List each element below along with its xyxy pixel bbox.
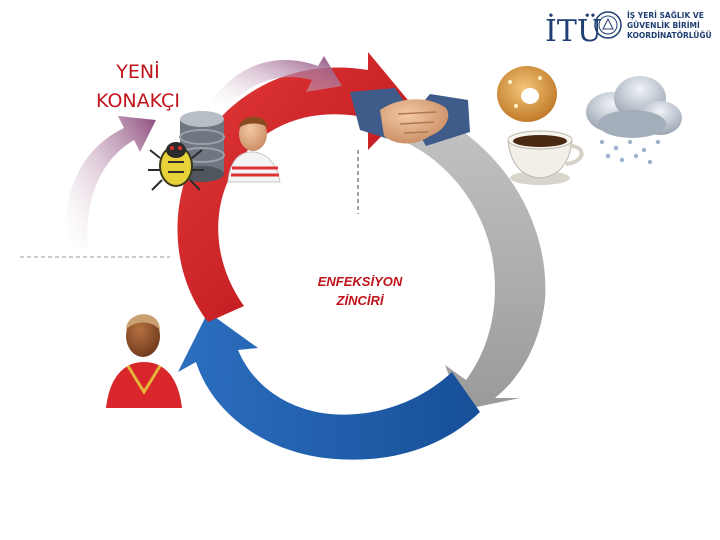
red-cycle-arrow xyxy=(177,52,412,322)
handshake-icon xyxy=(350,88,470,146)
unit-name-line-1: İŞ YERİ SAĞLIK VE xyxy=(627,11,704,20)
purple-arrow-left xyxy=(66,116,156,252)
itu-seal-icon xyxy=(594,11,622,39)
center-label-line-1: ENFEKSİYON xyxy=(317,274,403,289)
rain-cloud-icon xyxy=(586,76,682,165)
new-host-label-line-1: YENİ xyxy=(116,61,160,83)
itu-logo: İTÜ İŞ YERİ SAĞLIK VE GÜVENLİK BİRİMİ KO… xyxy=(545,8,715,50)
person-icon xyxy=(227,116,281,183)
blue-cycle-arrow xyxy=(178,312,480,460)
purple-arrow-top xyxy=(212,56,342,110)
unit-name: İŞ YERİ SAĞLIK VE GÜVENLİK BİRİMİ KOORDİ… xyxy=(627,11,717,41)
unit-name-line-2: GÜVENLİK BİRİMİ xyxy=(627,21,700,30)
infection-chain-title: ENFEKSİYON ZİNCİRİ xyxy=(300,272,420,310)
gray-cycle-arrow xyxy=(405,110,546,410)
new-host-label-line-2: KONAKÇI xyxy=(96,90,180,112)
new-host-label: YENİ KONAKÇI xyxy=(78,58,198,116)
bug-on-database-icon xyxy=(148,111,225,191)
itu-wordmark: İTÜ xyxy=(545,14,603,49)
donut-icon xyxy=(497,66,557,122)
coffee-cup-icon xyxy=(507,130,584,185)
susceptible-person-icon xyxy=(106,314,182,408)
center-label-line-2: ZİNCİRİ xyxy=(336,293,384,308)
unit-name-line-3: KOORDİNATÖRLÜĞÜ xyxy=(627,31,712,40)
